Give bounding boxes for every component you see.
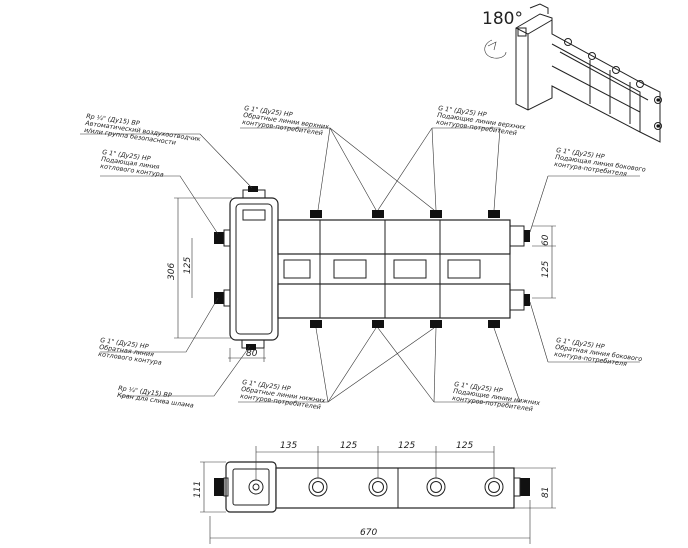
rotation-arrow-icon <box>484 39 507 59</box>
label-supply-bottom: G 1" (Ду25) НР Подающие линии нижних кон… <box>452 380 544 414</box>
label-return-side: G 1" (Ду25) НР Обратная линия бокового к… <box>554 336 646 370</box>
label-supply-side: G 1" (Ду25) НР Подающая линия бокового к… <box>554 146 649 181</box>
dim-depth-right: 81 <box>541 487 551 498</box>
dim-spacing-1: 125 <box>340 441 357 451</box>
dim-center-left: 125 <box>183 257 193 274</box>
manifold-upper-pipe <box>277 219 511 255</box>
label-vent: Rp ¼" (Ду15) ВР Автоматический воздухоот… <box>83 112 204 150</box>
leader-lines <box>80 127 640 403</box>
dim-spacing-first: 135 <box>280 441 297 451</box>
dim-width-total: 670 <box>360 528 377 538</box>
callout-labels: Rp ¼" (Ду15) ВР Автоматический воздухоот… <box>83 104 649 414</box>
rotation-label: 180° <box>482 9 523 29</box>
label-return-boiler: G 1" (Ду25) НР Обратная линия котлового … <box>98 336 164 367</box>
top-view <box>214 461 530 513</box>
separator-block <box>229 197 279 341</box>
rotation-arrowhead-icon <box>487 41 497 51</box>
dim-right-top: 60 <box>541 234 551 246</box>
front-dimensions: 306 125 60 125 80 <box>167 197 556 362</box>
dim-spacing-3: 125 <box>456 441 473 451</box>
top-manifold-body <box>275 467 515 509</box>
dim-right-center: 125 <box>541 261 551 278</box>
manifold-lower-pipe <box>277 283 511 319</box>
label-drain: Rp ¼" (Ду15) ВР Кран для слива шлама <box>117 384 196 410</box>
top-dimensions: 135 125 125 125 670 111 81 <box>193 441 556 544</box>
label-return-top: G 1" (Ду25) НР Обратные линии верхних ко… <box>242 104 333 138</box>
label-supply-top: G 1" (Ду25) НР Подающие линии верхних ко… <box>436 104 529 138</box>
dim-height-total: 306 <box>167 263 177 280</box>
isometric-view: 180° <box>482 3 662 143</box>
label-supply-boiler: G 1" (Ду25) НР Подающая линия котлового … <box>100 148 166 179</box>
dim-bottom-offset: 80 <box>246 349 258 359</box>
dim-spacing-2: 125 <box>398 441 415 451</box>
label-return-bottom: G 1" (Ду25) НР Обратные линии нижних кон… <box>240 378 329 412</box>
front-view <box>214 186 530 350</box>
dim-depth-left: 111 <box>193 481 203 498</box>
